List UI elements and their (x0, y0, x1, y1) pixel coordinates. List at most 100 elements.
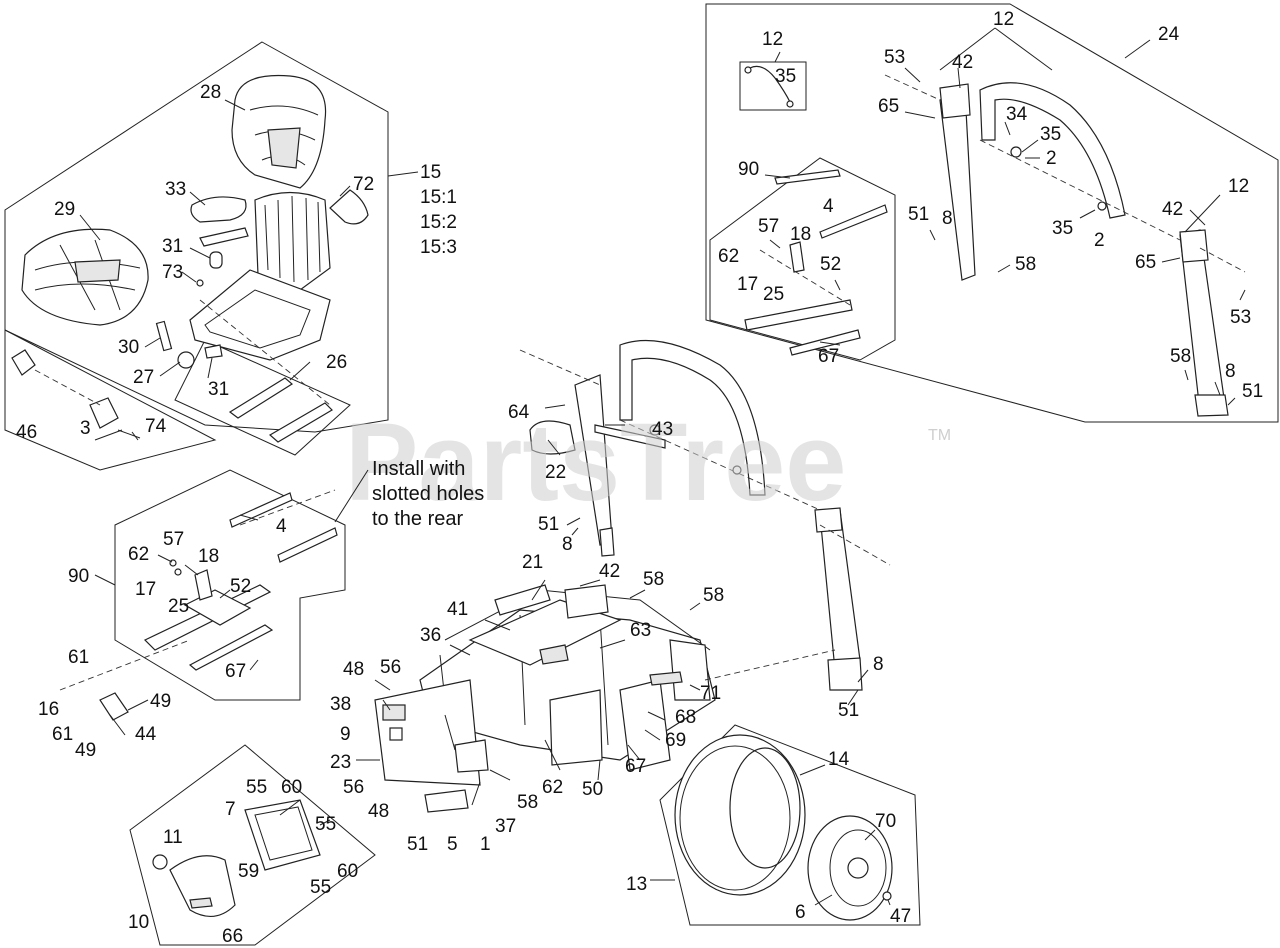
watermark-text: PartsTree (345, 401, 846, 524)
callout-13: 13 (626, 874, 647, 895)
seat-switch (11, 349, 141, 439)
callout-27: 27 (133, 367, 154, 388)
rops-upper (884, 74, 1246, 417)
callout-51-top: 51 (908, 204, 929, 225)
callout-53-top: 53 (884, 47, 905, 68)
callout-67-left: 67 (225, 661, 246, 682)
callout-63: 63 (630, 620, 651, 641)
callout-15-3: 15:3 (420, 237, 457, 258)
callout-29: 29 (54, 199, 75, 220)
callout-1: 1 (480, 834, 491, 855)
callout-18-right: 18 (790, 224, 811, 245)
seat-switch-outline (4, 329, 217, 471)
rops-group-outline (705, 3, 1279, 423)
callout-30: 30 (118, 337, 139, 358)
install-note-line-3: to the rear (372, 508, 464, 530)
callout-51-center: 51 (838, 700, 859, 721)
seat-group-outline (4, 41, 389, 433)
callout-33: 33 (165, 179, 186, 200)
callout-66: 66 (222, 926, 243, 947)
install-note-line-1: Install with (372, 458, 465, 480)
callout-25-left: 25 (168, 596, 189, 617)
watermark-trademark: TM (928, 427, 951, 444)
rim (807, 815, 893, 921)
callout-8-rops: 8 (562, 534, 573, 555)
armrest (190, 196, 247, 223)
callout-8-center: 8 (873, 654, 884, 675)
callout-53-right: 53 (1230, 307, 1251, 328)
callout-22: 22 (545, 462, 566, 483)
callout-50: 50 (582, 779, 603, 800)
callout-8-right: 8 (1225, 361, 1236, 382)
callout-58-right: 58 (1170, 346, 1191, 367)
front-panel (374, 679, 489, 813)
seat-frame (189, 189, 369, 361)
callout-55-mid: 55 (315, 814, 336, 835)
console-group-outline (129, 744, 376, 946)
rops-center (519, 339, 891, 691)
callout-52-right: 52 (820, 254, 841, 275)
callout-56-top: 56 (380, 657, 401, 678)
callout-43: 43 (652, 419, 673, 440)
rops-cable (744, 65, 794, 108)
callout-6: 6 (795, 902, 806, 923)
callout-90-left: 90 (68, 566, 89, 587)
callout-61-bottom: 61 (52, 724, 73, 745)
callout-17-left: 17 (135, 579, 156, 600)
callout-72: 72 (353, 174, 374, 195)
callout-69: 69 (665, 730, 686, 751)
callout-55-top: 55 (246, 777, 267, 798)
callout-58-frame-a: 58 (643, 569, 664, 590)
callout-42-top: 42 (952, 52, 973, 73)
callout-labels: 28 29 33 72 15 15:1 15:2 15:3 31 73 30 2… (16, 9, 1263, 947)
callout-48-bottom: 48 (368, 801, 389, 822)
callout-14: 14 (828, 749, 850, 770)
callout-17-right: 17 (737, 274, 758, 295)
callout-67-frame: 67 (625, 756, 646, 777)
callout-21: 21 (522, 552, 543, 573)
callout-26: 26 (326, 352, 347, 373)
callout-61-top: 61 (68, 647, 89, 668)
callout-25-right: 25 (763, 284, 784, 305)
callout-2-top: 2 (1046, 148, 1057, 169)
cable-inset-outline (739, 61, 807, 111)
callout-62-frame: 62 (542, 777, 563, 798)
callout-24: 24 (1158, 24, 1180, 45)
callout-58-frame-b: 58 (703, 585, 724, 606)
callout-5: 5 (447, 834, 458, 855)
callout-12-inset: 12 (762, 29, 783, 50)
callout-51-front: 51 (407, 834, 428, 855)
callout-8-top: 8 (942, 208, 953, 229)
callout-44: 44 (135, 724, 157, 745)
callout-9: 9 (340, 724, 351, 745)
callout-35-mid: 35 (1052, 218, 1073, 239)
main-frame (419, 584, 716, 771)
callout-2-mid: 2 (1094, 230, 1105, 251)
callout-67-right: 67 (818, 346, 839, 367)
callout-18-left: 18 (198, 546, 219, 567)
callout-58-top: 58 (1015, 254, 1036, 275)
seat-fasteners (155, 279, 223, 369)
callout-60-top: 60 (281, 777, 302, 798)
callout-42-frame: 42 (599, 561, 620, 582)
callout-65-right: 65 (1135, 252, 1156, 273)
callout-35-top: 35 (1040, 124, 1061, 145)
callout-59: 59 (238, 861, 259, 882)
slide-rails (199, 299, 333, 443)
install-note-line-2: slotted holes (372, 483, 484, 505)
callout-52-left: 52 (230, 576, 251, 597)
callout-58-front: 58 (517, 792, 538, 813)
callout-74: 74 (145, 416, 167, 437)
callout-31-bottom: 31 (208, 379, 229, 400)
callout-90-right: 90 (738, 159, 759, 180)
callout-15: 15 (420, 162, 441, 183)
callout-62-left: 62 (128, 544, 149, 565)
callout-48-top: 48 (343, 659, 364, 680)
slide-rail-outline (174, 339, 351, 456)
console-cover (152, 799, 321, 917)
callout-36: 36 (420, 625, 441, 646)
callout-51-rops: 51 (538, 514, 559, 535)
callout-4-right: 4 (823, 196, 834, 217)
callout-47: 47 (890, 906, 911, 927)
callout-28: 28 (200, 82, 221, 103)
